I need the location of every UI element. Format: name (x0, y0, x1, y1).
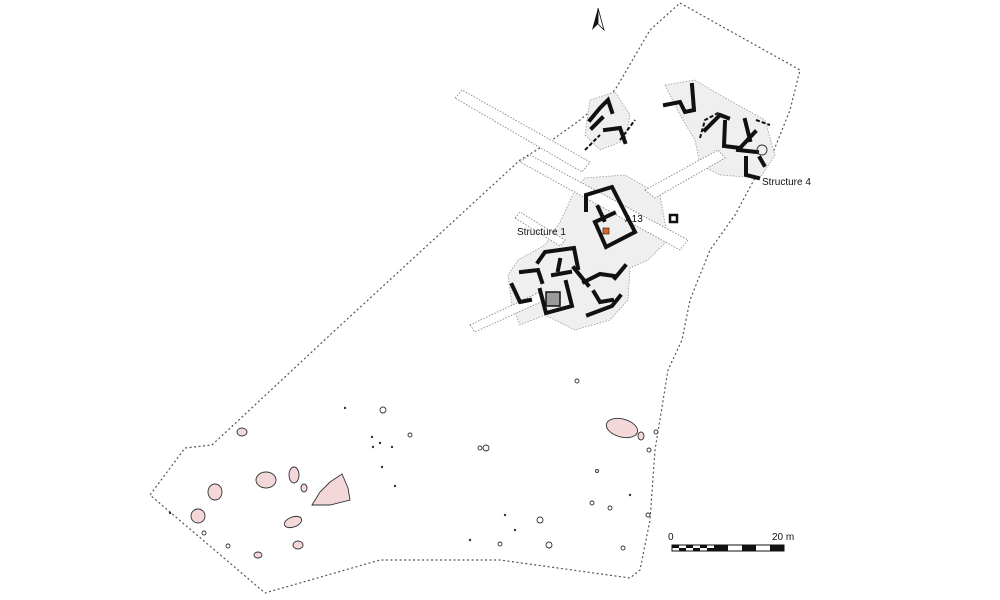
trench-northeast (644, 149, 726, 199)
pit (288, 466, 300, 484)
pit (253, 551, 263, 559)
scale-bar-end-label: 20 m (772, 532, 794, 543)
pit (190, 508, 206, 524)
trench-northwest (454, 89, 591, 173)
posthole (756, 144, 768, 156)
scale-bar: 0 20 m (668, 532, 794, 552)
pit (283, 515, 303, 529)
feature-a13-label: A13 (625, 214, 643, 225)
pit (255, 471, 277, 489)
north-arrow-icon (592, 7, 605, 32)
pit (236, 427, 248, 437)
postholes (201, 378, 659, 551)
excavated-area-east (664, 79, 776, 179)
structure-1-walls (509, 184, 638, 318)
small-wall-block (668, 213, 679, 224)
structure-4-label: Structure 4 (762, 177, 811, 188)
small-dots (168, 406, 632, 542)
hearth-feature (545, 291, 561, 307)
pit (292, 540, 304, 550)
structure-1-label: Structure 1 (517, 227, 566, 238)
trench-diagonal (519, 154, 689, 251)
structure-4-walls (662, 82, 771, 181)
pit (300, 483, 308, 493)
pits (190, 417, 645, 559)
trench-west (514, 211, 566, 247)
scale-bar-start-label: 0 (668, 532, 674, 543)
pit (207, 483, 223, 501)
feature-a13-marker (602, 227, 610, 235)
pit (605, 417, 639, 439)
pit (311, 473, 351, 506)
north-building-walls (584, 96, 636, 151)
pit (637, 431, 645, 441)
